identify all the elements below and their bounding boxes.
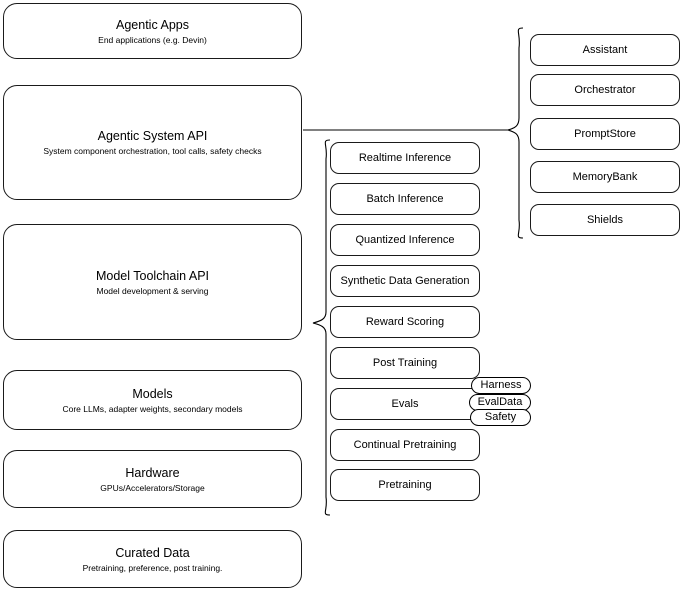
- layer-agentic-apps[interactable]: Agentic Apps End applications (e.g. Devi…: [3, 3, 302, 59]
- system-component-memorybank[interactable]: MemoryBank: [530, 161, 680, 193]
- toolchain-item-quantized-inference[interactable]: Quantized Inference: [330, 224, 480, 256]
- system-component-label: Assistant: [582, 44, 628, 56]
- layer-subtitle: GPUs/Accelerators/Storage: [100, 482, 205, 493]
- evals-subcomponent-safety[interactable]: Safety: [470, 409, 531, 426]
- system-component-label: MemoryBank: [572, 171, 638, 183]
- layer-models[interactable]: Models Core LLMs, adapter weights, secon…: [3, 370, 302, 430]
- toolchain-item-label: Batch Inference: [366, 193, 444, 205]
- toolchain-item-synthetic-data-generation[interactable]: Synthetic Data Generation: [330, 265, 480, 297]
- evals-subcomponent-label: Harness: [480, 379, 522, 391]
- evals-subcomponent-harness[interactable]: Harness: [471, 377, 531, 394]
- toolchain-item-reward-scoring[interactable]: Reward Scoring: [330, 306, 480, 338]
- layer-subtitle: Pretraining, preference, post training.: [82, 562, 223, 573]
- toolchain-item-pretraining[interactable]: Pretraining: [330, 469, 480, 501]
- layer-subtitle: End applications (e.g. Devin): [98, 34, 207, 45]
- layer-curated-data[interactable]: Curated Data Pretraining, preference, po…: [3, 530, 302, 588]
- layer-title: Hardware: [125, 465, 180, 480]
- toolchain-item-evals[interactable]: Evals: [330, 388, 480, 420]
- system-component-assistant[interactable]: Assistant: [530, 34, 680, 66]
- evals-subcomponent-label: EvalData: [477, 396, 523, 408]
- system-component-label: Orchestrator: [574, 84, 636, 96]
- toolchain-item-label: Quantized Inference: [355, 234, 455, 246]
- layer-title: Agentic System API: [97, 129, 208, 143]
- system-component-label: PromptStore: [574, 128, 636, 140]
- toolchain-item-post-training[interactable]: Post Training: [330, 347, 480, 379]
- toolchain-item-label: Continual Pretraining: [353, 439, 457, 451]
- evals-subcomponent-label: Safety: [484, 411, 517, 423]
- system-component-shields[interactable]: Shields: [530, 204, 680, 236]
- layer-subtitle: Model development & serving: [96, 285, 209, 296]
- system-component-promptstore[interactable]: PromptStore: [530, 118, 680, 150]
- layer-title: Curated Data: [115, 545, 190, 560]
- toolchain-item-label: Synthetic Data Generation: [340, 275, 470, 287]
- brace-toolchain-components: [312, 139, 331, 516]
- toolchain-item-label: Post Training: [372, 357, 438, 369]
- layer-hardware[interactable]: Hardware GPUs/Accelerators/Storage: [3, 450, 302, 508]
- layer-agentic-system-api[interactable]: Agentic System API System component orch…: [3, 85, 302, 200]
- toolchain-item-label: Evals: [391, 398, 419, 410]
- layer-subtitle: System component orchestration, tool cal…: [43, 146, 262, 156]
- toolchain-item-continual-pretraining[interactable]: Continual Pretraining: [330, 429, 480, 461]
- layer-title: Models: [132, 386, 173, 401]
- toolchain-item-batch-inference[interactable]: Batch Inference: [330, 183, 480, 215]
- toolchain-item-realtime-inference[interactable]: Realtime Inference: [330, 142, 480, 174]
- system-component-label: Shields: [586, 214, 624, 226]
- toolchain-item-label: Reward Scoring: [365, 316, 445, 328]
- layer-title: Model Toolchain API: [95, 268, 210, 283]
- layer-model-toolchain-api[interactable]: Model Toolchain API Model development & …: [3, 224, 302, 340]
- system-component-orchestrator[interactable]: Orchestrator: [530, 74, 680, 106]
- layer-subtitle: Core LLMs, adapter weights, secondary mo…: [62, 403, 243, 414]
- toolchain-item-label: Pretraining: [378, 479, 432, 491]
- toolchain-item-label: Realtime Inference: [358, 152, 452, 164]
- layer-title: Agentic Apps: [116, 17, 189, 32]
- brace-system-components: [505, 27, 524, 239]
